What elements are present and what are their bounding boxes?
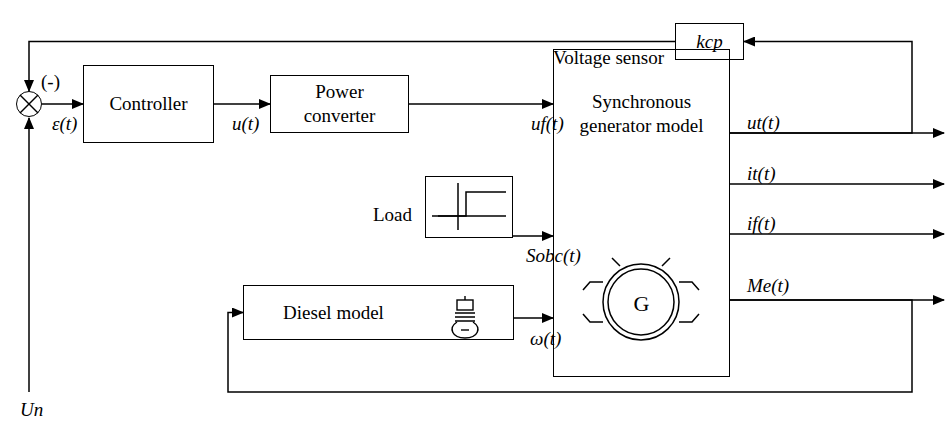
signal-arrow xyxy=(214,103,270,105)
summing-junction: (-) xyxy=(16,91,42,117)
sum-cross xyxy=(20,95,38,113)
node-text: Power converter xyxy=(294,80,386,128)
signal-label: u(t) xyxy=(232,114,259,133)
node-text: kcp xyxy=(696,30,722,54)
process-box: Power converter xyxy=(270,75,409,133)
signal-label: if(t) xyxy=(747,214,776,233)
process-box: Synchronous generator modelG xyxy=(553,49,730,377)
signal-arrow xyxy=(409,103,553,105)
signal-arrow xyxy=(513,235,553,237)
node-text: (-) xyxy=(41,70,60,94)
signal-label: Me(t) xyxy=(747,276,789,295)
output-lines xyxy=(730,133,944,300)
signal-label: it(t) xyxy=(747,164,776,183)
process-box: kcpVoltage sensor xyxy=(675,23,744,60)
node-text: Controller xyxy=(109,92,187,116)
step-icon xyxy=(432,183,506,230)
signal-label: Un xyxy=(20,400,43,419)
signal-label: ut(t) xyxy=(747,113,780,132)
signal-arrow xyxy=(730,42,912,134)
process-box: Controller xyxy=(83,65,214,143)
reference-input xyxy=(28,118,30,392)
bulb-icon xyxy=(452,296,478,338)
signal-arrow xyxy=(42,103,83,105)
process-box: Diesel model xyxy=(243,285,514,340)
process-box: Load xyxy=(425,176,513,238)
signal-arrow xyxy=(514,317,553,319)
node-text: Load xyxy=(373,203,412,227)
signal-label: ω(t) xyxy=(530,329,561,348)
signal-label: uf(t) xyxy=(531,114,564,133)
signal-label: ε(t) xyxy=(52,114,77,133)
node-text: Voltage sensor xyxy=(553,46,664,70)
generator-letter: G xyxy=(554,290,729,318)
node-text: Synchronous generator model xyxy=(577,90,707,138)
node-text: Diesel model xyxy=(283,301,384,325)
signal-arrow xyxy=(228,300,912,392)
signal-label: Sobc(t) xyxy=(526,246,581,265)
